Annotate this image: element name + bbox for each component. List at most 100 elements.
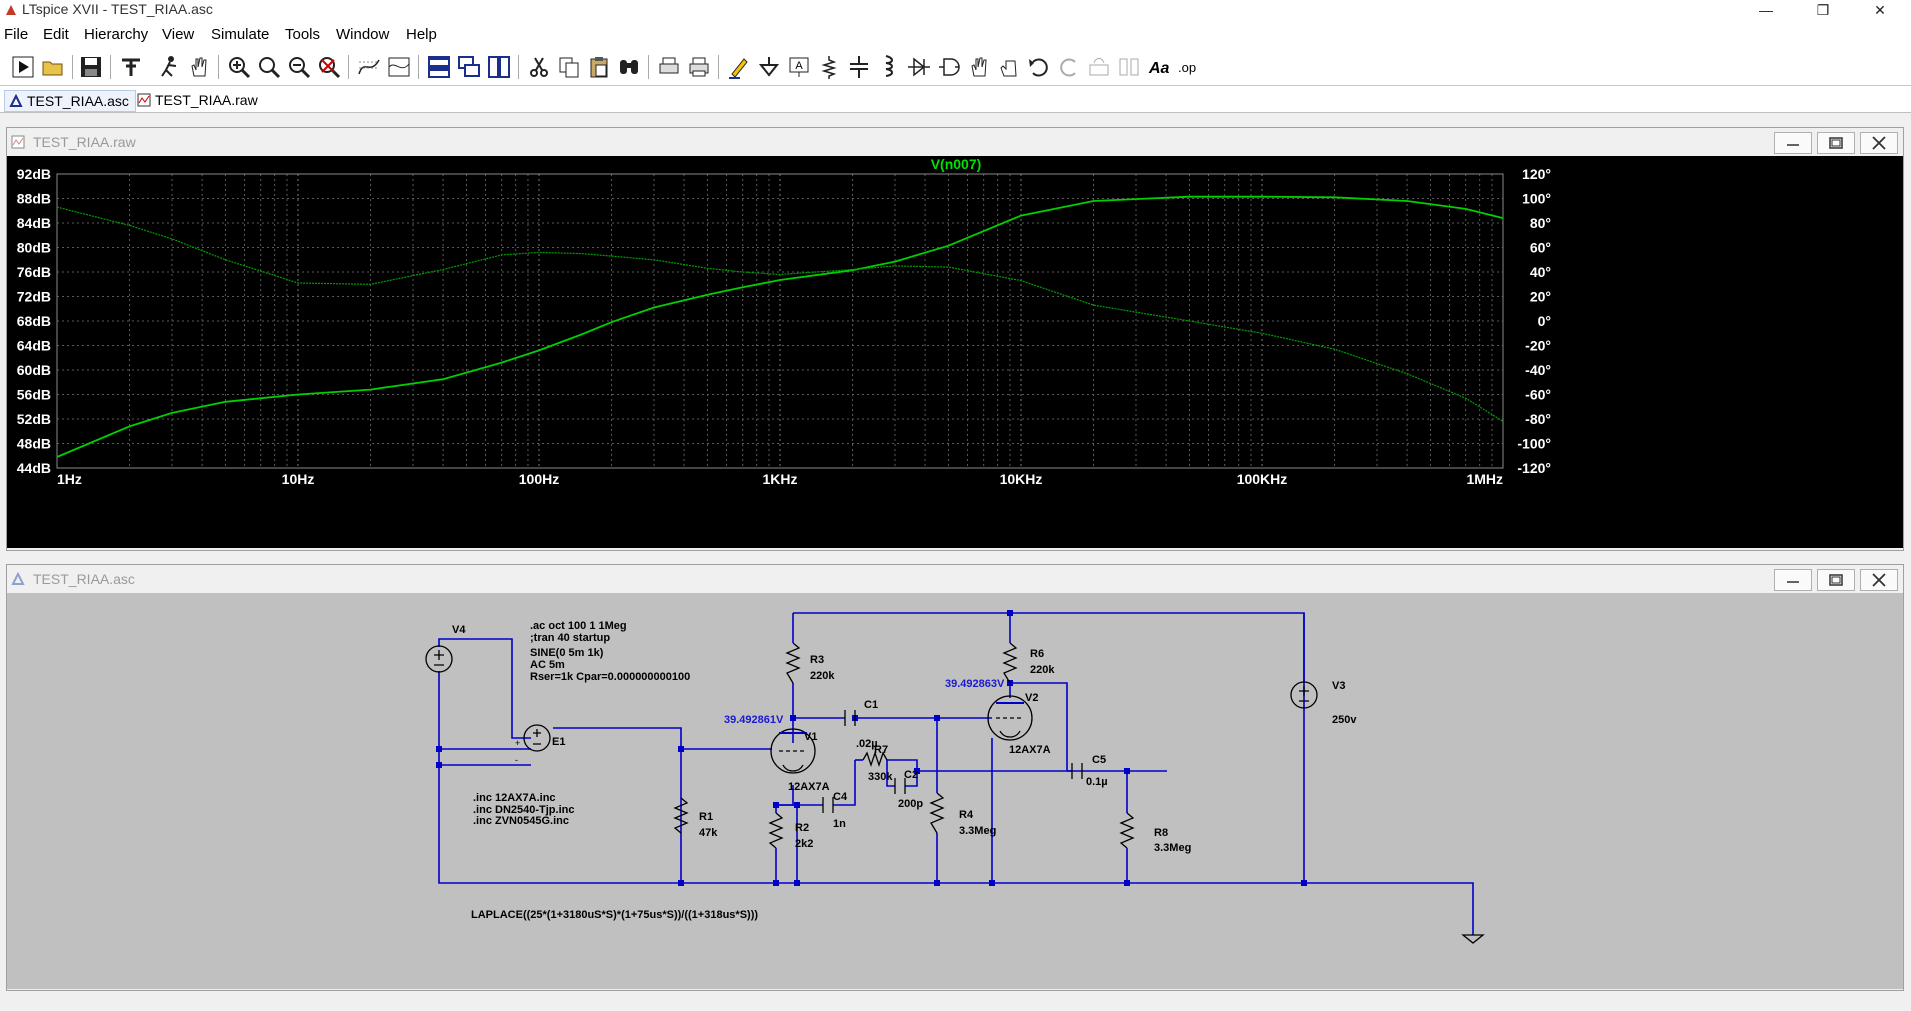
label-r8[interactable]: R8	[1154, 827, 1168, 839]
c5-capacitor-symbol[interactable]	[1071, 763, 1083, 779]
tile-vertical-icon[interactable]	[486, 54, 512, 80]
node-voltage-v1-plate[interactable]: 39.492861V	[724, 714, 784, 726]
copy-icon[interactable]	[556, 54, 582, 80]
c4-capacitor-symbol[interactable]	[822, 797, 834, 813]
zoom-cancel-icon[interactable]	[316, 54, 342, 80]
v3-source-symbol[interactable]	[1290, 681, 1318, 709]
zoom-fit-icon[interactable]	[256, 54, 282, 80]
v1-tube-symbol[interactable]	[770, 728, 816, 774]
include-12ax7a[interactable]: .inc 12AX7A.inc	[473, 792, 556, 804]
v2-tube-symbol[interactable]	[987, 695, 1033, 741]
inductor-icon[interactable]	[876, 54, 902, 80]
c1-capacitor-symbol[interactable]	[844, 710, 856, 726]
v4-source-symbol[interactable]	[425, 645, 453, 673]
menu-file[interactable]: File	[4, 26, 29, 43]
label-c5-value[interactable]: 0.1µ	[1086, 776, 1108, 788]
label-r3[interactable]: R3	[810, 654, 824, 666]
undo-icon[interactable]	[1026, 54, 1052, 80]
child-minimize-button[interactable]	[1774, 132, 1812, 154]
r2-resistor-symbol[interactable]	[768, 812, 784, 849]
drag-hand-icon[interactable]	[996, 54, 1022, 80]
r8-resistor-symbol[interactable]	[1119, 812, 1135, 849]
menu-view[interactable]: View	[162, 26, 195, 43]
label-v2[interactable]: V2	[1025, 692, 1038, 704]
diode-icon[interactable]	[906, 54, 932, 80]
pan-hand-icon[interactable]	[186, 54, 212, 80]
menu-tools[interactable]: Tools	[285, 26, 321, 43]
resistor-icon[interactable]	[816, 54, 842, 80]
child-maximize-button[interactable]	[1817, 132, 1855, 154]
open-folder-icon[interactable]	[40, 54, 66, 80]
waveform-grid-icon[interactable]	[386, 54, 412, 80]
autorange-icon[interactable]	[356, 54, 382, 80]
source-param-ac[interactable]: AC 5m	[530, 659, 565, 671]
label-c4-value[interactable]: 1n	[833, 818, 846, 830]
label-r8-value[interactable]: 3.3Meg	[1154, 842, 1191, 854]
run-halt-icon[interactable]	[156, 54, 182, 80]
cascade-icon[interactable]	[456, 54, 482, 80]
label-c2[interactable]: C2	[904, 769, 918, 781]
text-icon[interactable]: Aa	[1146, 54, 1172, 80]
e1-laplace-expression[interactable]: LAPLACE((25*(1+3180uS*S)*(1+75us*S))/((1…	[471, 909, 758, 921]
child-close-button[interactable]	[1860, 569, 1898, 591]
trace-label-v-n007[interactable]: V(n007)	[931, 156, 982, 172]
label-c1-value[interactable]: .02µ	[856, 738, 878, 750]
label-v2-model[interactable]: 12AX7A	[1009, 744, 1051, 756]
tab-test-riaa-asc[interactable]: TEST_RIAA.asc	[4, 90, 136, 112]
spice-directive-icon[interactable]: .op	[1176, 54, 1202, 80]
child-maximize-button[interactable]	[1817, 569, 1855, 591]
schematic-canvas[interactable]: + -	[7, 593, 1903, 989]
node-voltage-v2-plate[interactable]: 39.492863V	[945, 678, 1005, 690]
find-binoculars-icon[interactable]	[616, 54, 642, 80]
label-r6-value[interactable]: 220k	[1030, 664, 1055, 676]
r1-resistor-symbol[interactable]	[673, 797, 689, 834]
label-r1-value[interactable]: 47k	[699, 827, 718, 839]
minimize-button[interactable]: —	[1759, 2, 1773, 18]
label-v1[interactable]: V1	[804, 731, 817, 743]
waveform-plot[interactable]: V(n007) 92dB88dB84dB80dB76dB72dB68dB64dB…	[7, 156, 1903, 548]
r6-resistor-symbol[interactable]	[1002, 642, 1018, 684]
label-r4-value[interactable]: 3.3Meg	[959, 825, 996, 837]
label-c5[interactable]: C5	[1092, 754, 1106, 766]
menu-window[interactable]: Window	[336, 26, 390, 43]
include-dn2540[interactable]: .inc DN2540-Tjp.inc	[473, 804, 574, 816]
label-r7-value[interactable]: 330k	[868, 771, 893, 783]
r4-resistor-symbol[interactable]	[929, 792, 945, 834]
label-r3-value[interactable]: 220k	[810, 670, 835, 682]
label-r4[interactable]: R4	[959, 809, 974, 821]
menu-hierarchy[interactable]: Hierarchy	[84, 26, 149, 43]
redo-icon[interactable]	[1056, 54, 1082, 80]
control-panel-icon[interactable]	[118, 54, 144, 80]
menu-help[interactable]: Help	[406, 26, 437, 43]
c2-capacitor-symbol[interactable]	[894, 778, 906, 794]
capacitor-icon[interactable]	[846, 54, 872, 80]
rotate-icon[interactable]	[1086, 54, 1112, 80]
menu-simulate[interactable]: Simulate	[211, 26, 270, 43]
zoom-in-icon[interactable]	[226, 54, 252, 80]
draw-wire-pencil-icon[interactable]	[726, 54, 752, 80]
label-c2-value[interactable]: 200p	[898, 798, 923, 810]
tile-horizontal-icon[interactable]	[426, 54, 452, 80]
label-r1[interactable]: R1	[699, 811, 713, 823]
cut-icon[interactable]	[526, 54, 552, 80]
source-param-rser[interactable]: Rser=1k Cpar=0.000000000100	[530, 671, 690, 683]
mirror-icon[interactable]	[1116, 54, 1142, 80]
schematic-drawing[interactable]: + -	[7, 593, 1903, 989]
label-r6[interactable]: R6	[1030, 648, 1044, 660]
label-v3-value[interactable]: 250v	[1332, 714, 1357, 726]
child-close-button[interactable]	[1860, 132, 1898, 154]
label-v1-model[interactable]: 12AX7A	[788, 781, 830, 793]
label-c4[interactable]: C4	[833, 791, 848, 803]
directive-ac[interactable]: .ac oct 100 1 1Meg	[530, 620, 627, 632]
ground-icon[interactable]	[756, 54, 782, 80]
label-c1[interactable]: C1	[864, 699, 878, 711]
paste-icon[interactable]	[586, 54, 612, 80]
tab-test-riaa-raw[interactable]: TEST_RIAA.raw	[133, 90, 264, 110]
restore-button[interactable]: ❐	[1816, 2, 1830, 18]
r7-resistor-symbol[interactable]	[862, 750, 888, 768]
label-v3[interactable]: V3	[1332, 680, 1345, 692]
r3-resistor-symbol[interactable]	[785, 642, 801, 684]
e1-source-symbol[interactable]	[523, 724, 551, 752]
menu-edit[interactable]: Edit	[43, 26, 69, 43]
